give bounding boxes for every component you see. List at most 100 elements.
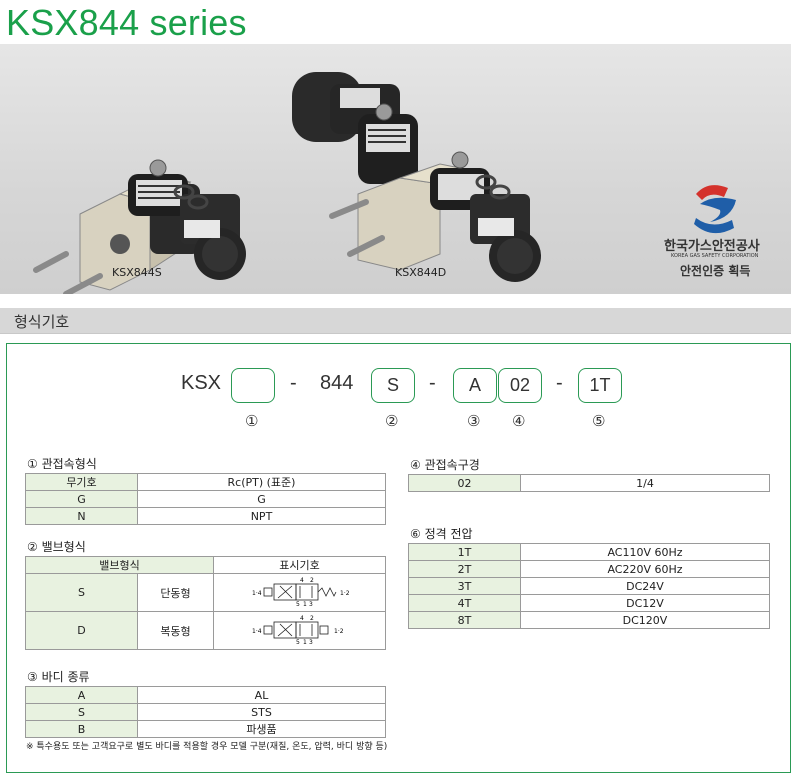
voltage-title: ⑥ 정격 전압: [410, 527, 473, 541]
svg-text:2: 2: [310, 577, 314, 584]
valve-type-title: ② 밸브형식: [27, 540, 86, 554]
svg-text:5: 5: [296, 639, 300, 644]
svg-text:1·4: 1·4: [252, 590, 262, 597]
valve-symbol-double: 1·4 1·2 4 2 5 1 3: [213, 611, 386, 650]
table-header: 밸브형식: [25, 556, 214, 574]
table-cell: AC110V 60Hz: [520, 543, 770, 561]
svg-text:2: 2: [310, 615, 314, 622]
code-number-4: ④: [512, 412, 526, 430]
table-cell: STS: [137, 703, 386, 721]
table-cell: DC24V: [520, 577, 770, 595]
model-code-panel: [6, 343, 791, 773]
table-row: 밸브형식 표시기호: [25, 556, 386, 574]
svg-text:5: 5: [296, 601, 300, 606]
caption-ksx844s: KSX844S: [112, 266, 162, 279]
caption-ksx844d: KSX844D: [395, 266, 447, 279]
code-box-valve-type: S: [371, 368, 415, 403]
valve-symbol-single: 1·4 1·2 4 2 5 1 3: [213, 573, 386, 612]
table-cell: NPT: [137, 507, 386, 525]
certification-label: 안전인증 획득: [680, 264, 751, 278]
section-label: 형식기호: [14, 313, 70, 331]
table-cell: N: [25, 507, 138, 525]
svg-text:4: 4: [300, 615, 304, 622]
logo-korean-name: 한국가스안전공사: [664, 239, 760, 254]
port-type-title: ① 관접속형식: [27, 457, 97, 471]
code-dash-1: -: [290, 372, 297, 394]
logo-english-name: KOREA GAS SAFETY CORPORATION: [671, 253, 759, 259]
section-header: 형식기호: [0, 308, 791, 334]
code-number-1: ①: [245, 412, 259, 430]
code-number-3: ③: [467, 412, 481, 430]
table-cell: AL: [137, 686, 386, 704]
product-photo: KSX844S KSX844D 한국가스안전공사 KOREA GAS SAFET…: [0, 44, 791, 294]
table-cell: 파생품: [137, 720, 386, 738]
table-cell: G: [137, 490, 386, 508]
code-number-2: ②: [385, 412, 399, 430]
svg-text:3: 3: [309, 601, 313, 606]
table-cell: 단동형: [137, 573, 214, 612]
table-header: 표시기호: [213, 556, 386, 574]
code-prefix: KSX: [181, 372, 222, 394]
valve-type-table: 밸브형식 표시기호 S 단동형 1·4 1·2 4 2 5 1 3: [25, 556, 386, 650]
table-cell: 1T: [408, 543, 521, 561]
valve-double-image: [292, 72, 541, 282]
port-size-title: ④ 관접속구경: [410, 458, 480, 472]
table-cell: 1/4: [520, 474, 770, 492]
footnote: ※ 특수용도 또는 고객요구로 별도 바디를 적용할 경우 모델 구분(재질, …: [26, 742, 388, 752]
table-cell: G: [25, 490, 138, 508]
table-row: S 단동형 1·4 1·2 4 2 5 1 3: [25, 573, 386, 612]
valve-symbol-single-icon: 1·4 1·2 4 2 5 1 3: [252, 577, 350, 608]
table-cell: Rc(PT) (표준): [137, 473, 386, 491]
code-box-port-type: [231, 368, 275, 403]
table-cell: S: [25, 703, 138, 721]
table-cell: A: [25, 686, 138, 704]
table-cell: 무기호: [25, 473, 138, 491]
svg-text:1: 1: [303, 639, 307, 644]
table-cell: 2T: [408, 560, 521, 578]
svg-text:1·4: 1·4: [252, 628, 262, 635]
table-cell: 3T: [408, 577, 521, 595]
table-cell: B: [25, 720, 138, 738]
table-cell: D: [25, 611, 138, 650]
table-cell: 8T: [408, 611, 521, 629]
code-box-body-type: A: [453, 368, 497, 403]
valve-single-image: [33, 159, 246, 294]
page-title: KSX844 series: [6, 2, 247, 43]
table-cell: DC120V: [520, 611, 770, 629]
code-box-voltage: 1T: [578, 368, 622, 403]
table-cell: 02: [408, 474, 521, 492]
code-number-5: ⑤: [592, 412, 606, 430]
code-dash-2: -: [429, 372, 436, 394]
code-box-port-size: 02: [498, 368, 542, 403]
table-row: D 복동형 1·4 1·2 4 2 5 1 3: [25, 611, 386, 650]
table-cell: 4T: [408, 594, 521, 612]
table-cell: S: [25, 573, 138, 612]
table-cell: DC12V: [520, 594, 770, 612]
body-type-title: ③ 바디 종류: [27, 670, 90, 684]
code-dash-3: -: [556, 372, 563, 394]
svg-text:3: 3: [309, 639, 313, 644]
svg-text:4: 4: [300, 577, 304, 584]
product-illustration: [33, 72, 736, 294]
code-body: 844: [320, 372, 354, 394]
table-cell: AC220V 60Hz: [520, 560, 770, 578]
valve-symbol-double-icon: 1·4 1·2 4 2 5 1 3: [252, 615, 344, 646]
table-cell: 복동형: [137, 611, 214, 650]
svg-text:1: 1: [303, 601, 307, 606]
kgs-logo-icon: [694, 185, 736, 234]
